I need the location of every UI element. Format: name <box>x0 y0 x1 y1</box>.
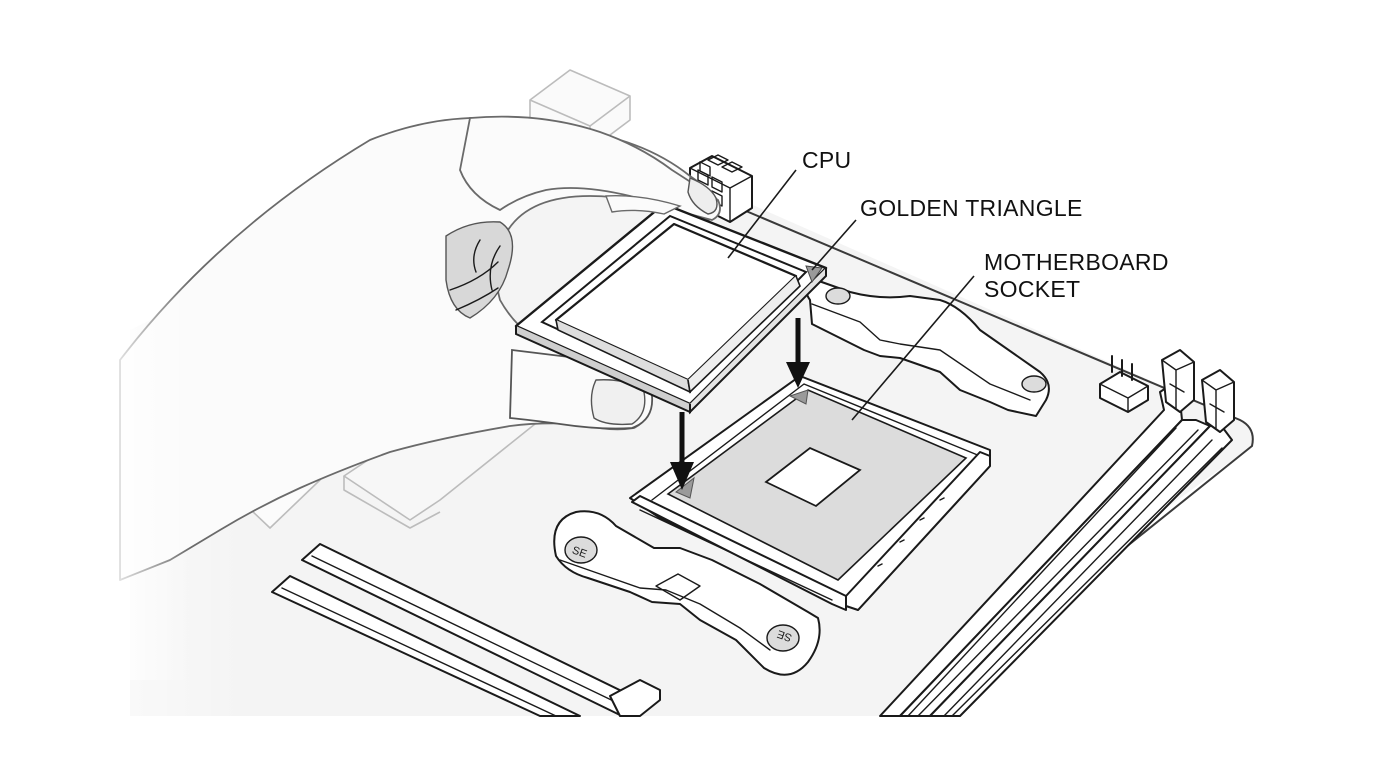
fan-header <box>1099 355 1149 413</box>
cpu-leader-line <box>727 169 797 259</box>
socket-leader-line <box>851 275 975 421</box>
motherboard-socket <box>629 375 991 611</box>
motherboard-socket-label-line2: SOCKET <box>984 276 1080 302</box>
down-arrow-left <box>670 412 694 490</box>
golden-triangle-leader-line <box>811 219 857 271</box>
hand <box>100 115 721 680</box>
fingertip <box>605 195 682 215</box>
latch-marking-right: SE <box>776 627 794 643</box>
down-arrow-right <box>786 318 810 388</box>
cpu <box>514 202 828 415</box>
front-retention-bracket: SE SE <box>553 510 821 676</box>
latch-marking-left: SE <box>570 544 588 560</box>
ram-slots <box>879 349 1235 717</box>
motherboard-socket-label-line1: MOTHERBOARD <box>984 249 1169 275</box>
pcie-slot-1 <box>301 543 661 717</box>
cpu-label: CPU <box>802 147 851 173</box>
back-retention-bracket <box>805 279 1050 417</box>
golden-triangle-label: GOLDEN TRIANGLE <box>860 195 1083 221</box>
